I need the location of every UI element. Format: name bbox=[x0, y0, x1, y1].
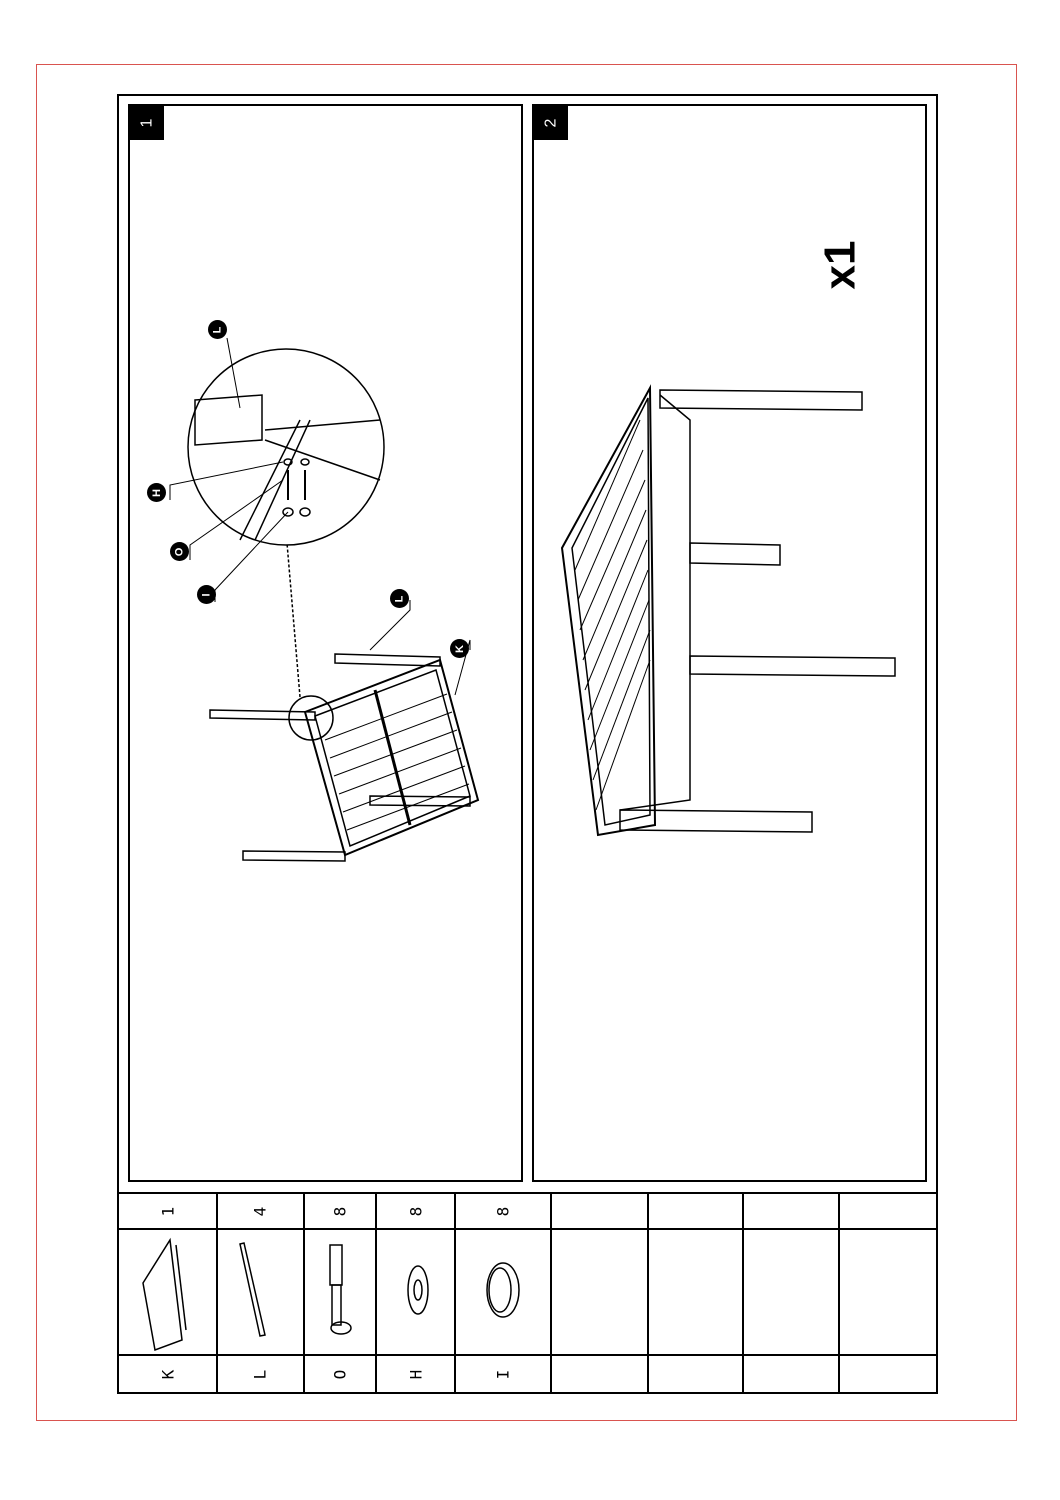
part-image bbox=[838, 1228, 938, 1356]
part-image bbox=[117, 1228, 218, 1356]
part-letter: L bbox=[215, 1354, 305, 1394]
letter-row: K L O H I bbox=[117, 1354, 938, 1394]
callout-letter: H bbox=[150, 488, 163, 497]
part-image bbox=[375, 1228, 457, 1356]
leg bbox=[242, 850, 346, 862]
leg bbox=[334, 653, 441, 667]
part-qty: 4 bbox=[215, 1192, 305, 1230]
callout-letter: L bbox=[211, 326, 224, 333]
step-2-badge: 2 bbox=[534, 106, 568, 140]
leg bbox=[619, 809, 813, 833]
part-letter bbox=[549, 1354, 649, 1394]
callout-L: L bbox=[208, 320, 227, 339]
part-image bbox=[215, 1228, 305, 1356]
callout-letter: L bbox=[393, 595, 406, 602]
step-1-panel: 1 bbox=[128, 104, 523, 1182]
step-2-panel: 2 bbox=[532, 104, 927, 1182]
image-row bbox=[117, 1228, 938, 1356]
instruction-frame bbox=[117, 94, 938, 1394]
step-2-table-drawing bbox=[560, 384, 896, 837]
callout-letter: I bbox=[200, 592, 213, 597]
callout-H: H bbox=[147, 483, 166, 502]
callout-I: I bbox=[197, 585, 216, 604]
part-qty: 8 bbox=[454, 1192, 552, 1230]
callout-letter: O bbox=[173, 547, 186, 556]
part-letter bbox=[646, 1354, 745, 1394]
quantity-text: x1 bbox=[814, 240, 864, 290]
part-qty bbox=[838, 1192, 938, 1230]
part-image bbox=[454, 1228, 552, 1356]
callout-letter: K bbox=[453, 644, 466, 653]
part-letter bbox=[742, 1354, 841, 1394]
step-1-badge: 1 bbox=[130, 106, 164, 140]
part-qty: 8 bbox=[375, 1192, 457, 1230]
quantity-label: x1 bbox=[815, 240, 865, 290]
callout-L: L bbox=[390, 589, 409, 608]
part-letter bbox=[838, 1354, 938, 1394]
part-qty bbox=[646, 1192, 745, 1230]
part-image bbox=[646, 1228, 745, 1356]
callout-K: K bbox=[450, 639, 469, 658]
part-image bbox=[742, 1228, 841, 1356]
leg bbox=[659, 389, 863, 411]
part-qty bbox=[742, 1192, 841, 1230]
part-letter: K bbox=[117, 1354, 218, 1394]
part-qty bbox=[549, 1192, 649, 1230]
leg bbox=[689, 542, 781, 566]
quantity-row: 1 4 8 8 8 bbox=[117, 1192, 938, 1230]
parts-list-table: 1 4 8 8 8 K L O H I bbox=[117, 1192, 938, 1394]
leg bbox=[369, 795, 471, 807]
part-letter: O bbox=[302, 1354, 378, 1394]
part-letter: H bbox=[375, 1354, 457, 1394]
part-qty: 1 bbox=[117, 1192, 218, 1230]
leg bbox=[689, 655, 896, 677]
part-letter: I bbox=[454, 1354, 552, 1394]
page-border bbox=[36, 64, 1017, 1421]
detail-magnifier bbox=[187, 348, 385, 546]
step-1-table-drawing bbox=[169, 337, 480, 862]
part-image bbox=[549, 1228, 649, 1356]
callout-O: O bbox=[170, 542, 189, 561]
part-image bbox=[302, 1228, 378, 1356]
leg bbox=[209, 709, 316, 721]
part-qty: 8 bbox=[302, 1192, 378, 1230]
